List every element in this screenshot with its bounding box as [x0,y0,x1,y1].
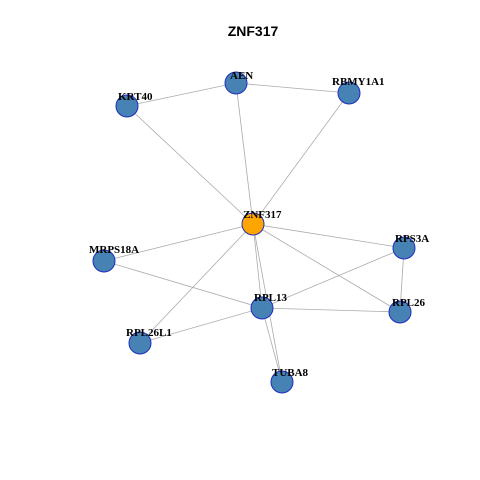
edge-krt40-znf317 [126,105,254,225]
node-label-krt40: KRT40 [118,91,153,103]
node-layer [92,71,416,394]
node-label-rbmy1a1: RBMY1A1 [332,76,385,88]
edge-aen-znf317 [235,82,254,225]
node-rbmy1a1[interactable] [337,81,361,105]
node-rps3a[interactable] [392,236,416,260]
node-rpl26[interactable] [388,300,412,324]
edge-rpl13-rpl26 [261,307,401,313]
node-rpl13[interactable] [250,296,274,320]
node-label-mrps18a: MRPS18A [89,244,139,256]
node-krt40[interactable] [115,94,139,118]
edge-rpl13-rps3a [261,247,405,309]
node-label-tuba8: TUBA8 [272,367,309,379]
node-rpl26l1[interactable] [128,331,152,355]
edge-znf317-rpl26 [252,223,401,313]
edge-rpl13-tuba8 [261,307,283,383]
graph-title: ZNF317 [228,23,279,39]
node-label-aen: AEN [230,70,253,82]
node-label-rpl26l1: RPL26L1 [126,327,172,339]
node-aen[interactable] [224,71,248,95]
edge-rbmy1a1-znf317 [252,92,350,225]
node-tuba8[interactable] [270,370,294,394]
edge-znf317-rpl13 [252,223,263,309]
node-label-rps3a: RPS3A [395,233,429,245]
edge-rpl13-rpl26l1 [139,307,263,344]
edge-znf317-rps3a [252,223,405,249]
edge-aen-rbmy1a1 [235,82,350,94]
node-label-znf317: ZNF317 [243,209,282,221]
node-znf317[interactable] [241,212,265,236]
edge-znf317-mrps18a [103,223,254,262]
edge-layer [103,82,405,383]
node-mrps18a[interactable] [92,249,116,273]
node-label-rpl26: RPL26 [392,297,426,309]
edge-krt40-aen [126,82,237,107]
edge-mrps18a-rpl13 [103,260,263,309]
node-label-rpl13: RPL13 [254,292,288,304]
edge-znf317-rpl26l1 [139,223,254,344]
